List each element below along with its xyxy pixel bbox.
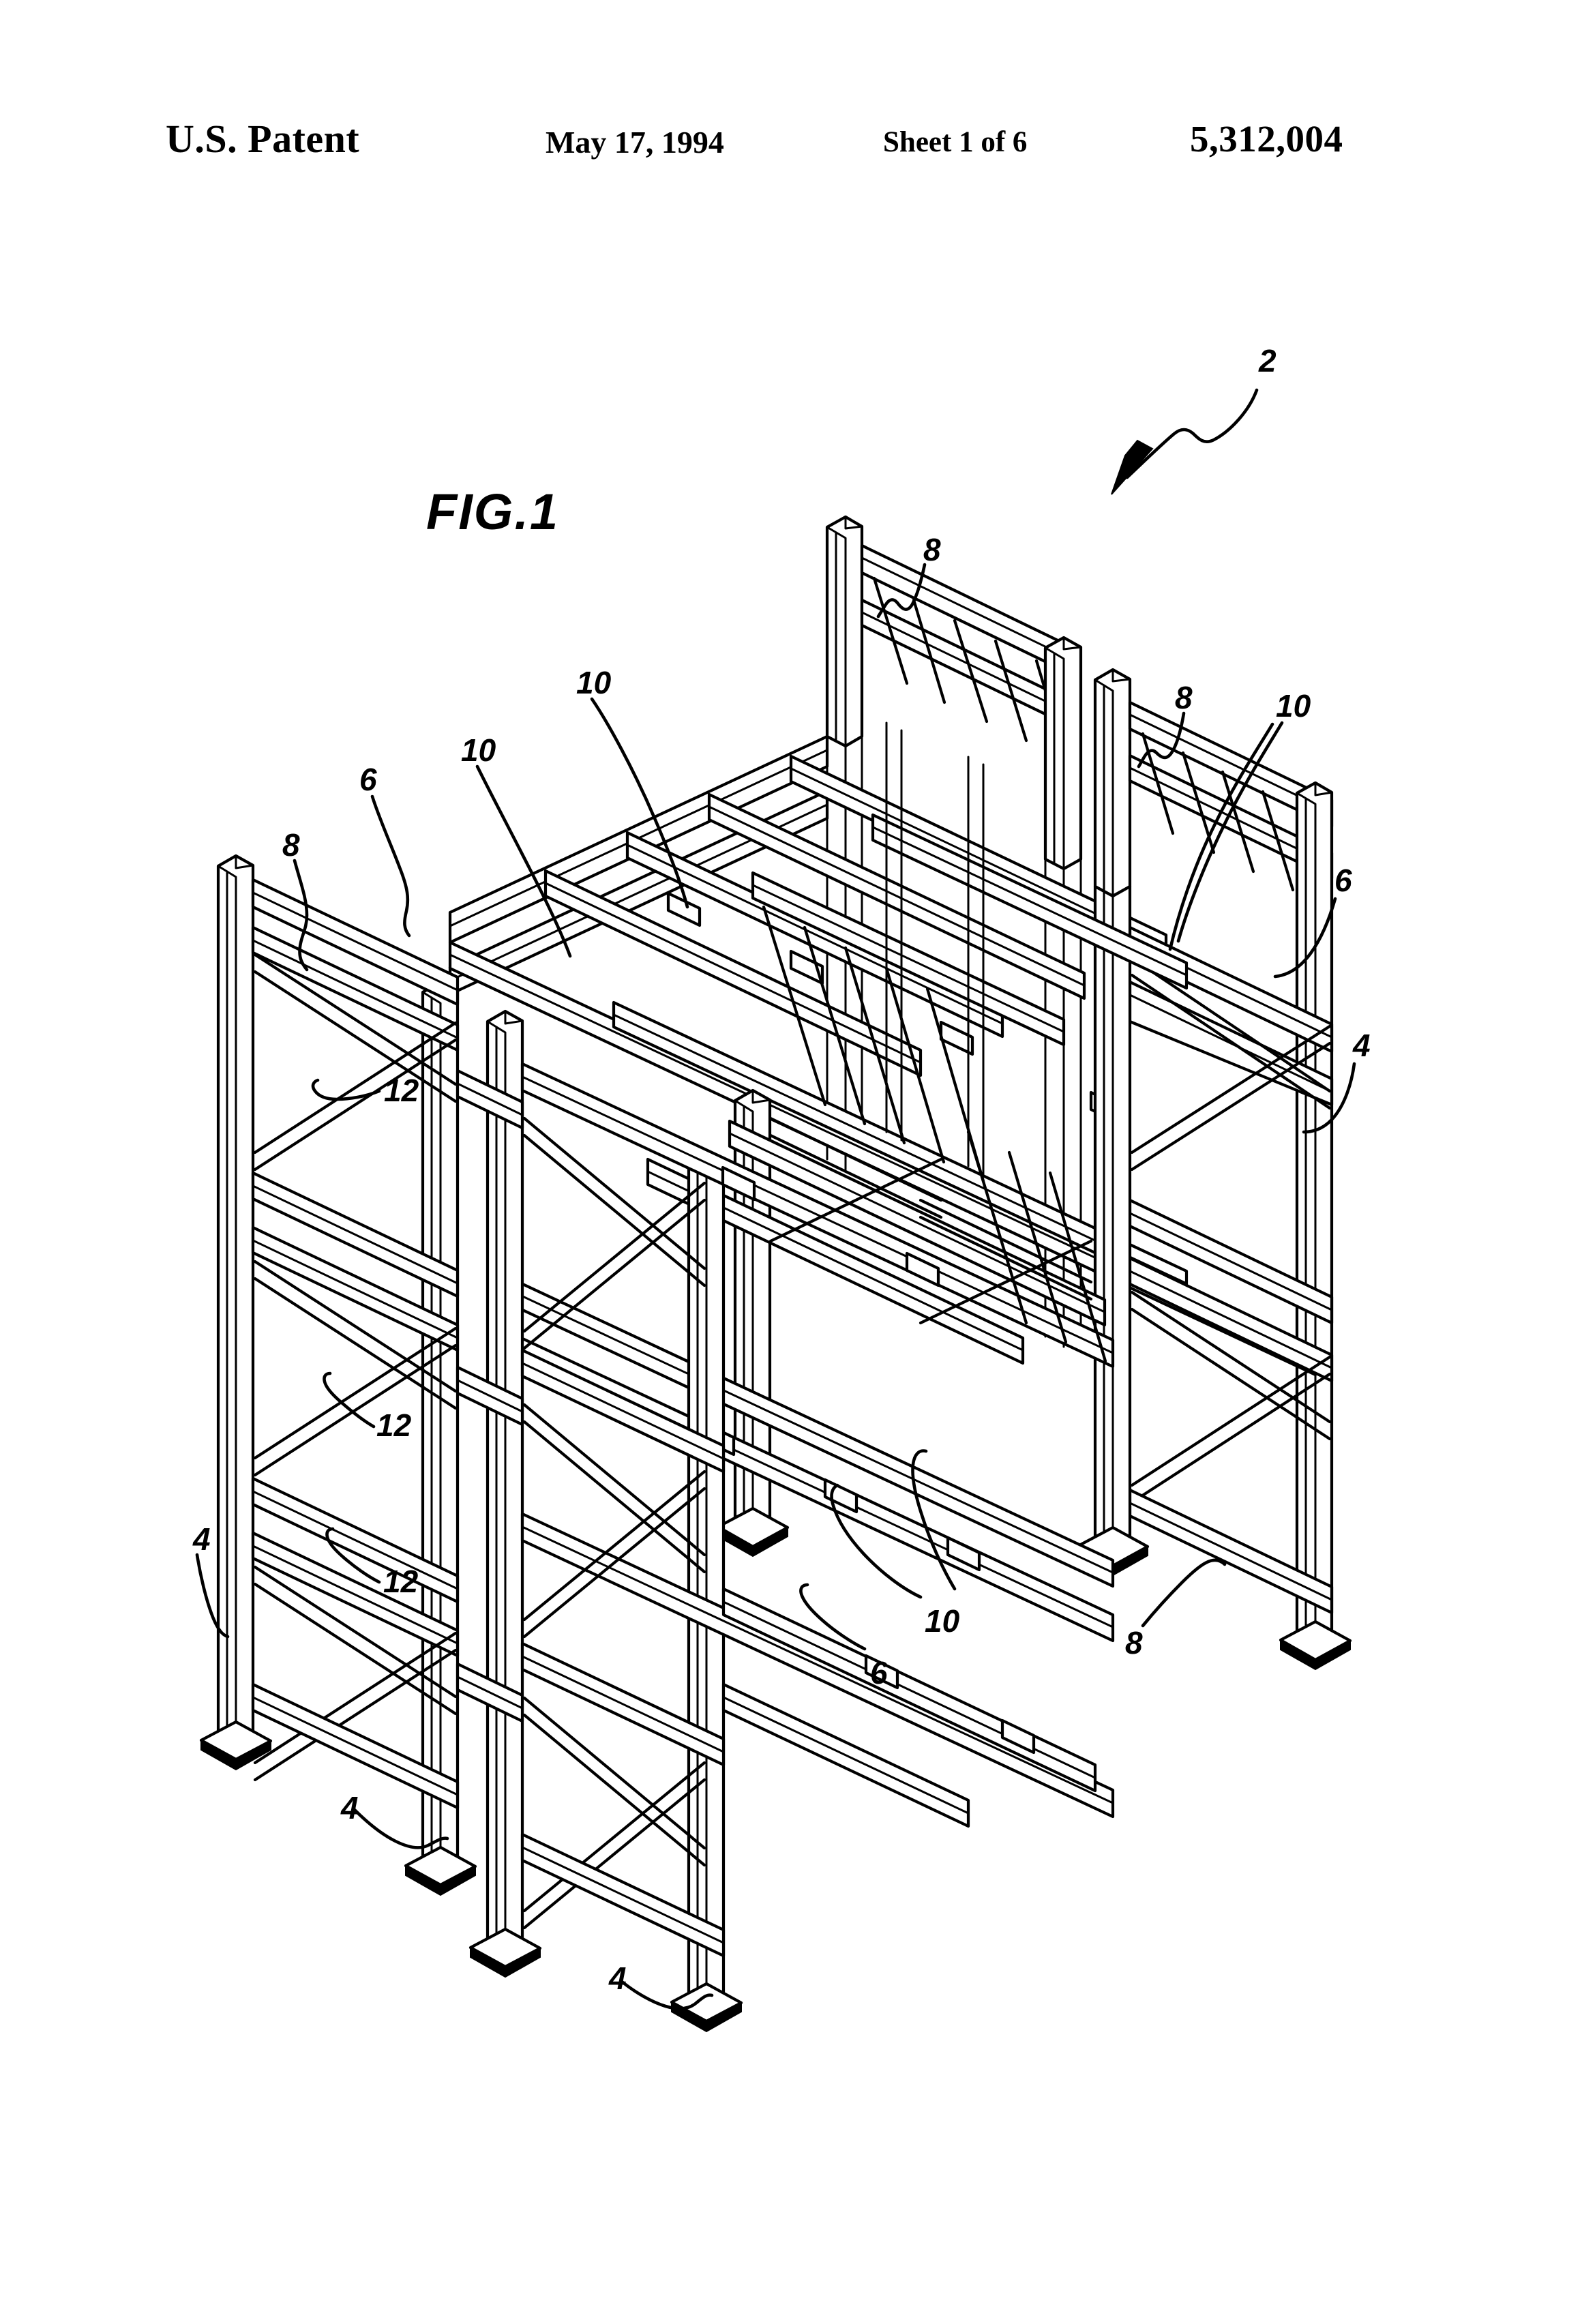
diagonal-brace-right-upper (1130, 956, 1332, 1172)
patent-office-label: U.S. Patent (166, 117, 360, 161)
reference-numeral-6-4: 6 (359, 762, 377, 797)
left-frame-beam-2b (251, 1225, 460, 1352)
reference-numeral-4-17: 4 (341, 1790, 359, 1826)
left-frame-beam-2 (251, 1171, 460, 1298)
cross-member-center (516, 1335, 1115, 1643)
cross-member-center-upper (516, 1280, 1115, 1588)
lower-cross-tabs (864, 1654, 1036, 1755)
second-frame-beam-low (456, 1662, 524, 1723)
diagonal-brace-front-1 (522, 1116, 706, 1350)
reference-numeral-2-0: 2 (1259, 343, 1277, 378)
lower-cross-a (721, 1587, 1097, 1793)
reference-numeral-12-10: 12 (384, 1073, 419, 1108)
cross-member-10-a (543, 869, 923, 1077)
upright-column-left-second (404, 980, 477, 1896)
reference-numeral-4-18: 4 (609, 1961, 627, 1996)
far-back-webs (885, 721, 985, 1176)
left-frame-beam-3 (251, 1476, 460, 1604)
left-frame-beam-top2 (251, 925, 460, 1052)
interior-webbing-2 (966, 1130, 1107, 1363)
second-frame-beam-mid (456, 1365, 524, 1427)
patent-date: May 17, 1994 (546, 125, 724, 160)
upright-column-far-right (1279, 781, 1352, 1671)
load-beam-front-upper (520, 1062, 1115, 1369)
reference-numeral-10-3: 10 (461, 732, 496, 768)
cross-member-10-c (707, 792, 1086, 1000)
rack-right-frame (1076, 884, 1334, 1615)
reference-numeral-4-9: 4 (1353, 1028, 1371, 1063)
sheet-number: Sheet 1 of 6 (883, 126, 1028, 158)
left-frame-beam-3b (251, 1531, 460, 1658)
reference-numeral-4-12: 4 (193, 1521, 211, 1557)
figure-caption: FIG.1 (426, 483, 560, 540)
reference-numeral-6-15: 6 (870, 1655, 888, 1690)
diagonal-brace-front-2 (522, 1403, 706, 1639)
front-beam-mid (520, 1348, 726, 1474)
reference-numeral-12-13: 12 (383, 1564, 419, 1599)
reference-numeral-8-1: 8 (923, 532, 941, 567)
reference-numeral-10-7: 10 (1276, 688, 1311, 724)
patent-number: 5,312,004 (1190, 118, 1343, 160)
interior-depth-beams (751, 721, 1189, 1363)
diagonal-brace-left-1 (253, 953, 458, 1172)
rack-left-frame (199, 854, 1115, 2033)
upright-column-center-back (716, 1088, 790, 1558)
patent-header: U.S. Patent May 17, 1994 Sheet 1 of 6 5,… (0, 102, 1582, 177)
reference-numeral-12-11: 12 (376, 1407, 412, 1443)
left-frame-beam-top (251, 878, 460, 1007)
reference-numeral-10-2: 10 (576, 665, 612, 700)
second-frame-beam-top (456, 1069, 524, 1130)
reference-numeral-6-8: 6 (1334, 863, 1352, 898)
diagonal-brace-left-2 (253, 1260, 458, 1477)
reference-numeral-8-16: 8 (1125, 1625, 1143, 1660)
lower-cross-members (721, 1587, 1097, 1828)
leader-lines (195, 388, 1356, 2010)
upright-column-back-left (825, 515, 864, 748)
upright-column-back-right (1093, 668, 1132, 898)
upright-column-left-front (199, 854, 273, 1771)
reference-numeral-8-6: 8 (1175, 680, 1193, 715)
front-beam-low (520, 1641, 726, 1767)
upright-column-left-third (468, 1009, 542, 1978)
diagonal-brace-right-lower (1130, 1290, 1332, 1504)
load-beam-front-upper-tabs (721, 1165, 940, 1287)
diagonal-brace-front-3 (522, 1696, 706, 1930)
diagonal-brace-left-3 (253, 1565, 458, 1782)
reference-numeral-10-14: 10 (925, 1603, 960, 1639)
front-beam-bottom (520, 1832, 726, 1958)
rack-back-frame (825, 515, 1352, 1671)
left-frame-beam-bottom (251, 1682, 460, 1810)
reference-numeral-8-5: 8 (282, 827, 300, 863)
upright-column-back-mid (1043, 636, 1083, 871)
lower-cross-b (721, 1682, 970, 1828)
